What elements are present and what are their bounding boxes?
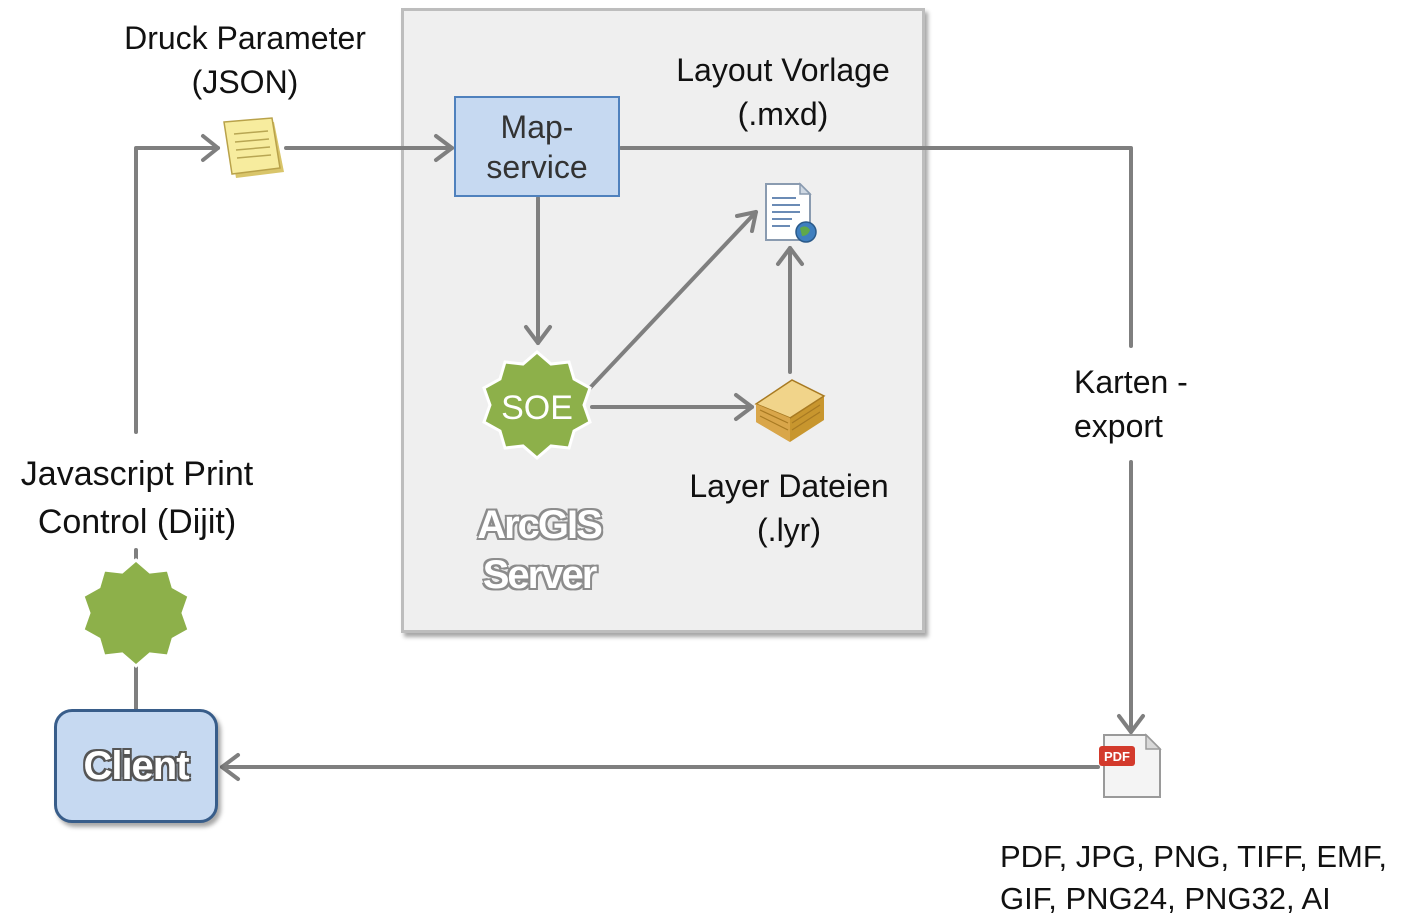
layer-dateien-label: Layer Dateien (.lyr) xyxy=(676,464,902,552)
javascript-line1: Javascript Print xyxy=(20,455,254,493)
mapservice-label-line1: Map- xyxy=(500,108,574,145)
karten-line2: export xyxy=(1074,408,1163,444)
druck-parameter-line2: (JSON) xyxy=(191,64,299,100)
note-icon xyxy=(223,117,284,178)
arrow-soe-to-mxd xyxy=(586,210,758,392)
document-map-icon xyxy=(765,182,817,243)
soe-label: SOE xyxy=(501,389,573,427)
layer-dateien-line1: Layer Dateien xyxy=(689,468,889,504)
arcgis-server-label: ArcGIS Server xyxy=(460,500,618,600)
karten-line1: Karten - xyxy=(1074,364,1188,400)
client-label: Client xyxy=(83,743,189,788)
layout-vorlage-line1: Layout Vorlage xyxy=(676,52,890,88)
druck-parameter-label: Druck Parameter (JSON) xyxy=(106,16,384,104)
formats-line2: GIF, PNG24, PNG32, AI xyxy=(1000,881,1331,916)
layer-file-icon xyxy=(754,379,826,442)
formats-line1: PDF, JPG, PNG, TIFF, EMF, xyxy=(1000,839,1387,874)
karten-export-label: Karten - export xyxy=(1074,360,1214,448)
arrow-client-to-json xyxy=(134,146,220,434)
javascript-line2: Control (Dijit) xyxy=(37,503,237,541)
layout-vorlage-label: Layout Vorlage (.mxd) xyxy=(660,48,906,136)
mapservice-box[interactable]: Map- service xyxy=(454,96,620,197)
line-mapservice-to-export xyxy=(619,146,1133,348)
dijit-badge-icon xyxy=(81,558,191,668)
mapservice-label-line2: service xyxy=(486,148,588,185)
pdf-icon-text: PDF xyxy=(1104,749,1130,764)
export-formats-label: PDF, JPG, PNG, TIFF, EMF, GIF, PNG24, PN… xyxy=(1000,836,1400,920)
pdf-file-icon: PDF xyxy=(1099,733,1162,798)
arcgis-label-line1: ArcGIS xyxy=(477,503,603,547)
arcgis-label-line2: Server xyxy=(482,553,598,597)
javascript-print-control-label: Javascript Print Control (Dijit) xyxy=(4,450,270,546)
layer-dateien-line2: (.lyr) xyxy=(757,512,821,548)
client-box[interactable]: Client xyxy=(54,709,218,823)
layout-vorlage-line2: (.mxd) xyxy=(737,96,829,132)
druck-parameter-line1: Druck Parameter xyxy=(124,20,366,56)
soe-badge-icon xyxy=(482,350,592,460)
